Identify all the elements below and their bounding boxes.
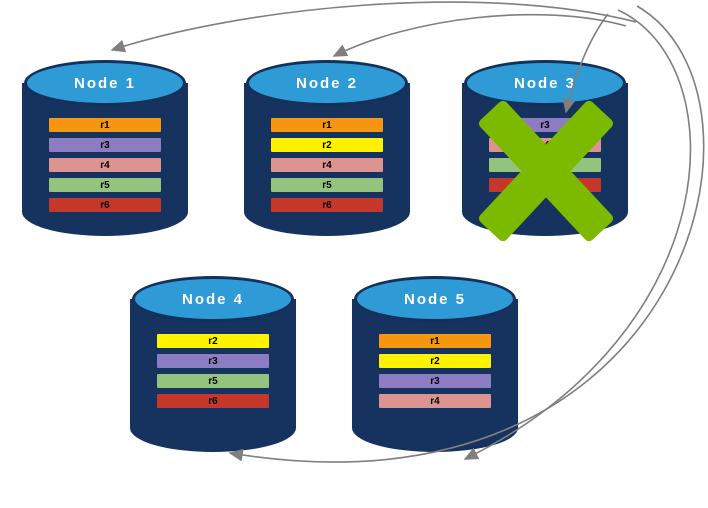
node-2: Node 2 r1 r2 r4 r5 r6 — [244, 60, 410, 236]
replica-bar: r4 — [271, 158, 383, 172]
replica-bar: r6 — [157, 394, 269, 408]
replica-bar: r4 — [379, 394, 491, 408]
node-5-title: Node 5 — [403, 290, 466, 308]
replica-bar: r1 — [49, 118, 161, 132]
replica-bar: r1 — [379, 334, 491, 348]
node-1: Node 1 r1 r3 r4 r5 r6 — [22, 60, 188, 236]
replica-bar: r3 — [49, 138, 161, 152]
node-1-replicas: r1 r3 r4 r5 r6 — [22, 118, 188, 212]
replica-bar: r5 — [271, 178, 383, 192]
arrow-to-node-1 — [110, 1, 637, 53]
replica-bar: r2 — [157, 334, 269, 348]
failure-x-mark — [460, 96, 632, 246]
node-3-title: Node 3 — [513, 74, 576, 92]
node-5-cylinder-top: Node 5 — [354, 276, 516, 322]
replica-bar: r2 — [271, 138, 383, 152]
replica-bar: r5 — [49, 178, 161, 192]
node-2-replicas: r1 r2 r4 r5 r6 — [244, 118, 410, 212]
node-5-replicas: r1 r2 r3 r4 — [352, 334, 518, 408]
node-4: Node 4 r2 r3 r5 r6 — [130, 276, 296, 452]
arrow-to-node-2 — [332, 13, 627, 57]
replica-bar: r2 — [379, 354, 491, 368]
node-2-title: Node 2 — [295, 74, 358, 92]
replica-bar: r1 — [271, 118, 383, 132]
replica-bar: r5 — [157, 374, 269, 388]
replica-bar: r3 — [157, 354, 269, 368]
node-4-replicas: r2 r3 r5 r6 — [130, 334, 296, 408]
node-2-cylinder-top: Node 2 — [246, 60, 408, 106]
replica-bar: r6 — [49, 198, 161, 212]
node-1-cylinder-top: Node 1 — [24, 60, 186, 106]
replica-bar: r4 — [49, 158, 161, 172]
node-1-title: Node 1 — [73, 74, 136, 92]
node-5: Node 5 r1 r2 r3 r4 — [352, 276, 518, 452]
replica-bar: r6 — [271, 198, 383, 212]
node-4-cylinder-top: Node 4 — [132, 276, 294, 322]
node-4-title: Node 4 — [181, 290, 244, 308]
replica-bar: r3 — [379, 374, 491, 388]
